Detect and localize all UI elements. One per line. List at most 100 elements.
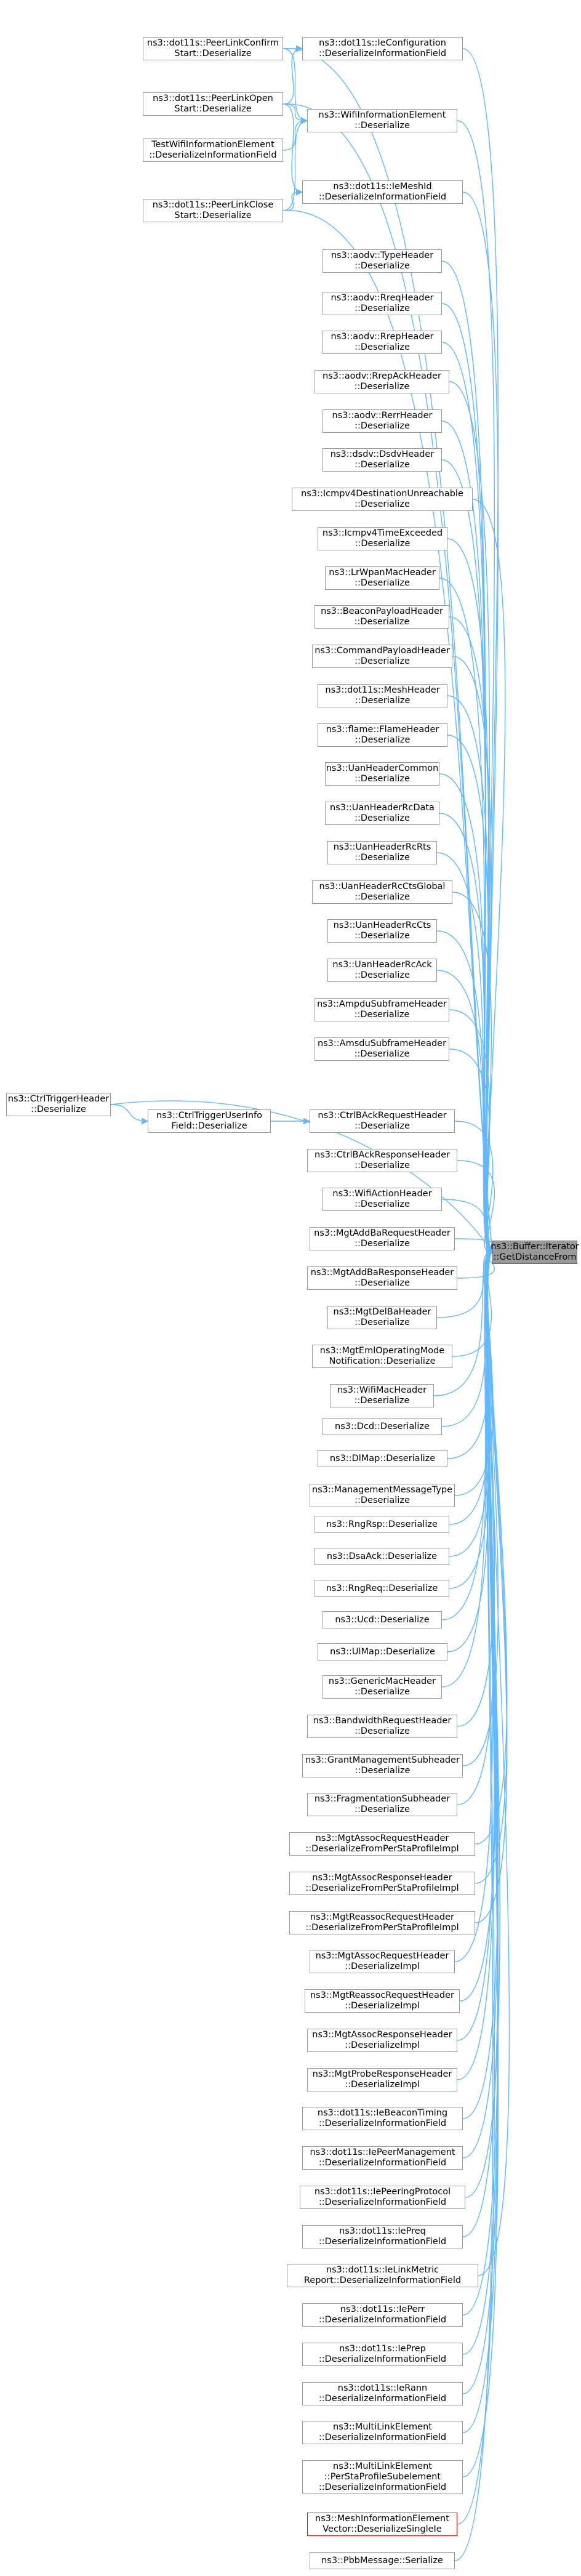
node-label-line: ns3::MgtProbeResponseHeader (312, 2069, 452, 2079)
node-label-line: ns3::CtrlBAckResponseHeader (315, 1150, 450, 1160)
node-ns3-dot11s-iepreq-deserializeinformationfield[interactable]: ns3::dot11s::IePreq::DeserializeInformat… (302, 2225, 463, 2248)
node-ns3-icmpv4timeexceeded-deserialize[interactable]: ns3::Icmpv4TimeExceeded::Deserialize (318, 527, 447, 550)
node-ns3-uanheaderrccts-deserialize[interactable]: ns3::UanHeaderRcCts::Deserialize (327, 919, 437, 943)
node-label-line: ns3::MultiLinkElement (333, 2461, 432, 2471)
node-ns3-dot11s-iepeermanagement-deserializeinformationfield[interactable]: ns3::dot11s::IePeerManagement::Deseriali… (302, 2146, 463, 2170)
node-ns3-icmpv4destinationunreachable-deserialize[interactable]: ns3::Icmpv4DestinationUnreachable::Deser… (292, 488, 473, 511)
node-label-line: ::Deserialize (355, 304, 410, 313)
node-label-line: ::DeserializeFromPerStaProfileImpl (305, 1923, 459, 1933)
node-label-line: ns3::LrWpanMacHeader (329, 568, 436, 578)
node-ns3-dot11s-ieconfiguration-deserializeinformationfield[interactable]: ns3::dot11s::IeConfiguration::Deserializ… (302, 37, 463, 60)
node-ns3-amsdusubframeheader-deserialize[interactable]: ns3::AmsduSubframeHeader::Deserialize (315, 1037, 449, 1061)
node-ns3-managementmessagetype-deserialize[interactable]: ns3::ManagementMessageType::Deserialize (310, 1484, 455, 1507)
node-ns3-grantmanagementsubheader-deserialize[interactable]: ns3::GrantManagementSubheader::Deseriali… (302, 1754, 463, 1777)
node-label-line: ns3::DlMap::Deserialize (329, 1453, 436, 1463)
node-ns3-mgtproberesponseheader-deserializeimpl[interactable]: ns3::MgtProbeResponseHeader::Deserialize… (307, 2068, 457, 2091)
node-ns3-rngreq-deserialize[interactable]: ns3::RngReq::Deserialize (315, 1580, 449, 1597)
node-ns3-aodv-rreqheader-deserialize[interactable]: ns3::aodv::RreqHeader::Deserialize (323, 292, 442, 315)
edge-peer-link-open-focus (282, 103, 495, 1254)
node-label-line: TestWifiInformationElement (151, 140, 274, 150)
node-ns3-wifimacheader-deserialize[interactable]: ns3::WifiMacHeader::Deserialize (330, 1384, 434, 1407)
node-ns3-mgtassocrequestheader-deserializefromperstaprofileimpl[interactable]: ns3::MgtAssocRequestHeader::DeserializeF… (289, 1832, 475, 1856)
node-ns3-aodv-rrepackheader-deserialize[interactable]: ns3::aodv::RrepAckHeader::Deserialize (315, 370, 449, 393)
node-ns3-uanheaderrcack-deserialize[interactable]: ns3::UanHeaderRcAck::Deserialize (327, 959, 437, 982)
node-label-line: ns3::ManagementMessageType (311, 1485, 453, 1495)
node-ns3-ulmap-deserialize[interactable]: ns3::UlMap::Deserialize (318, 1643, 447, 1660)
node-ns3-lrwpanmacheader-deserialize[interactable]: ns3::LrWpanMacHeader::Deserialize (325, 566, 439, 590)
node-ns3-dsdv-dsdvheader-deserialize[interactable]: ns3::dsdv::DsdvHeader::Deserialize (323, 448, 442, 472)
node-ns3-uanheaderrcrts-deserialize[interactable]: ns3::UanHeaderRcRts::Deserialize (327, 841, 437, 864)
node-ns3-ampdusubframeheader-deserialize[interactable]: ns3::AmpduSubframeHeader::Deserialize (315, 998, 449, 1021)
node-label-line: ns3::UanHeaderRcAck (332, 960, 432, 970)
node-ns3-dot11s-ieprep-deserializeinformationfield[interactable]: ns3::dot11s::IePrep::DeserializeInformat… (302, 2343, 463, 2366)
node-ns3-dot11s-meshheader-deserialize[interactable]: ns3::dot11s::MeshHeader::Deserialize (318, 684, 447, 707)
node-label-line: ::DeserializeInformationField (318, 2354, 447, 2364)
node-ns3-dcd-deserialize[interactable]: ns3::Dcd::Deserialize (323, 1418, 442, 1435)
node-ns3-dot11s-ierann-deserializeinformationfield[interactable]: ns3::dot11s::IeRann::DeserializeInformat… (302, 2382, 463, 2405)
node-ns3-dot11s-iemeshid-deserializeinformationfield[interactable]: ns3::dot11s::IeMeshId::DeserializeInform… (302, 180, 463, 204)
node-ns3-multilinkelement-perstaprofilesubelement-deserializeinfo[interactable]: ns3::MultiLinkElement::PerStaProfileSube… (302, 2460, 463, 2493)
node-label-line: ::DeserializeImpl (345, 2040, 420, 2050)
node-label-line: ::DeserializeInformationField (318, 2158, 447, 2168)
node-ns3-mgtassocrequestheader-deserializeimpl[interactable]: ns3::MgtAssocRequestHeader::DeserializeI… (310, 1950, 455, 1973)
node-ns3-mgtreassocrequestheader-deserializeimpl[interactable]: ns3::MgtReassocRequestHeader::Deserializ… (305, 1989, 460, 2013)
node-ns3-mgtdelbaheader-deserialize[interactable]: ns3::MgtDelBaHeader::Deserialize (327, 1306, 437, 1329)
node-label-line: ::DeserializeInformationField (318, 2482, 447, 2492)
node-ns3-mgtassocresponseheader-deserializefromperstaprofileimpl[interactable]: ns3::MgtAssocResponseHeader::Deserialize… (289, 1872, 475, 1895)
node-test-wifi-information-element[interactable]: TestWifiInformationElement::DeserializeI… (143, 139, 283, 162)
node-label-line: ::Deserialize (354, 1010, 410, 1020)
node-ns3-bandwidthrequestheader-deserialize[interactable]: ns3::BandwidthRequestHeader::Deserialize (307, 1715, 457, 1738)
node-ns3-uanheaderrcdata-deserialize[interactable]: ns3::UanHeaderRcData::Deserialize (325, 802, 439, 825)
node-ns3-fragmentationsubheader-deserialize[interactable]: ns3::FragmentationSubheader::Deserialize (307, 1793, 457, 1816)
node-ns3-uanheaderrcctsglobal-deserialize[interactable]: ns3::UanHeaderRcCtsGlobal::Deserialize (312, 880, 452, 904)
node-ns3-ctrlbackresponseheader-deserialize[interactable]: ns3::CtrlBAckResponseHeader::Deserialize (307, 1149, 457, 1172)
node-ns3-mgtreassocrequestheader-deserializefromperstaprofileimpl[interactable]: ns3::MgtReassocRequestHeader::Deserializ… (289, 1911, 475, 1934)
node-ns3-genericmacheader-deserialize[interactable]: ns3::GenericMacHeader::Deserialize (323, 1675, 442, 1699)
node-ns3-ctrlbackrequestheader-deserialize[interactable]: ns3::CtrlBAckRequestHeader::Deserialize (310, 1109, 455, 1133)
node-ns3-mgtaddbaresponseheader-deserialize[interactable]: ns3::MgtAddBaResponseHeader::Deserialize (307, 1266, 457, 1290)
node-label-line: ns3::MgtReassocRequestHeader (310, 1990, 455, 2000)
node-ns3-dot11s-ieperr-deserializeinformationfield[interactable]: ns3::dot11s::IePerr::DeserializeInformat… (302, 2303, 463, 2327)
edge-ctrl-trigger-header-user-info (110, 1104, 149, 1125)
node-ns3-multilinkelement-deserializeinformationfield[interactable]: ns3::MultiLinkElement::DeserializeInform… (302, 2421, 463, 2444)
node-ns3-pbbmessage-serialize[interactable]: ns3::PbbMessage::Serialize (310, 2552, 455, 2569)
node-ns3-rngrsp-deserialize[interactable]: ns3::RngRsp::Deserialize (315, 1516, 449, 1533)
edge-peer-link-close-iemeshid (282, 188, 303, 211)
node-ns3-aodv-rrepheader-deserialize[interactable]: ns3::aodv::RrepHeader::Deserialize (323, 331, 442, 354)
node-ns3-mgtassocresponseheader-deserializeimpl[interactable]: ns3::MgtAssocResponseHeader::Deserialize… (307, 2029, 457, 2052)
node-label-line: ::Deserialize (355, 735, 411, 745)
node-ns3-aodv-rerrheader-deserialize[interactable]: ns3::aodv::RerrHeader::Deserialize (323, 409, 442, 433)
node-ns3-dlmap-deserialize[interactable]: ns3::DlMap::Deserialize (318, 1450, 447, 1467)
node-ns3-dsaack-deserialize[interactable]: ns3::DsaAck::Deserialize (315, 1548, 449, 1565)
node-ctrl-trigger-header[interactable]: ns3::CtrlTriggerHeader::Deserialize (6, 1093, 111, 1116)
node-ns3-beaconpayloadheader-deserialize[interactable]: ns3::BeaconPayloadHeader::Deserialize (315, 605, 449, 629)
node-ns3-wifiinformationelement-deserialize[interactable]: ns3::WifiInformationElement::Deserialize (307, 109, 457, 132)
node-ns3-dot11s-iepeeringprotocol-deserializeinformationfield[interactable]: ns3::dot11s::IePeeringProtocol::Deserial… (300, 2186, 465, 2209)
node-label-line: ::DeserializeFromPerStaProfileImpl (305, 1844, 459, 1854)
node-label-line: Start::Deserialize (174, 49, 252, 58)
node-ns3-mgtaddbarequestheader-deserialize[interactable]: ns3::MgtAddBaRequestHeader::Deserialize (310, 1227, 455, 1250)
node-ns3-commandpayloadheader-deserialize[interactable]: ns3::CommandPayloadHeader::Deserialize (312, 645, 452, 668)
node-ns3-wifiactionheader-deserialize[interactable]: ns3::WifiActionHeader::Deserialize (323, 1188, 442, 1211)
node-label-line: ::DeserializeImpl (345, 1962, 420, 1971)
node-label-line: ::DeserializeImpl (345, 2080, 420, 2090)
edge-peer-link-open-wifiinfo (282, 103, 308, 124)
node-label-line: ::DeserializeFromPerStaProfileImpl (305, 1883, 459, 1893)
focus-node-get-distance-from[interactable]: ns3::Buffer::Iterator::GetDistanceFrom (491, 1241, 579, 1264)
node-label-line: ns3::MeshInformationElement (315, 2514, 449, 2524)
node-ns3-ucd-deserialize[interactable]: ns3::Ucd::Deserialize (323, 1611, 442, 1628)
node-ns3-aodv-typeheader-deserialize[interactable]: ns3::aodv::TypeHeader::Deserialize (323, 249, 442, 273)
edge-to-middle-node (478, 1249, 510, 2276)
node-label-line: ns3::WifiInformationElement (318, 110, 446, 120)
node-ns3-dot11s-iebeacontiming-deserializeinformationfield[interactable]: ns3::dot11s::IeBeaconTiming::Deserialize… (302, 2107, 463, 2130)
node-label-line: ns3::RngReq::Deserialize (326, 1583, 438, 1593)
node-ns3-uanheadercommon-deserialize[interactable]: ns3::UanHeaderCommon::Deserialize (325, 762, 439, 786)
node-ns3-flame-flameheader-deserialize[interactable]: ns3::flame::FlameHeader::Deserialize (318, 723, 447, 747)
